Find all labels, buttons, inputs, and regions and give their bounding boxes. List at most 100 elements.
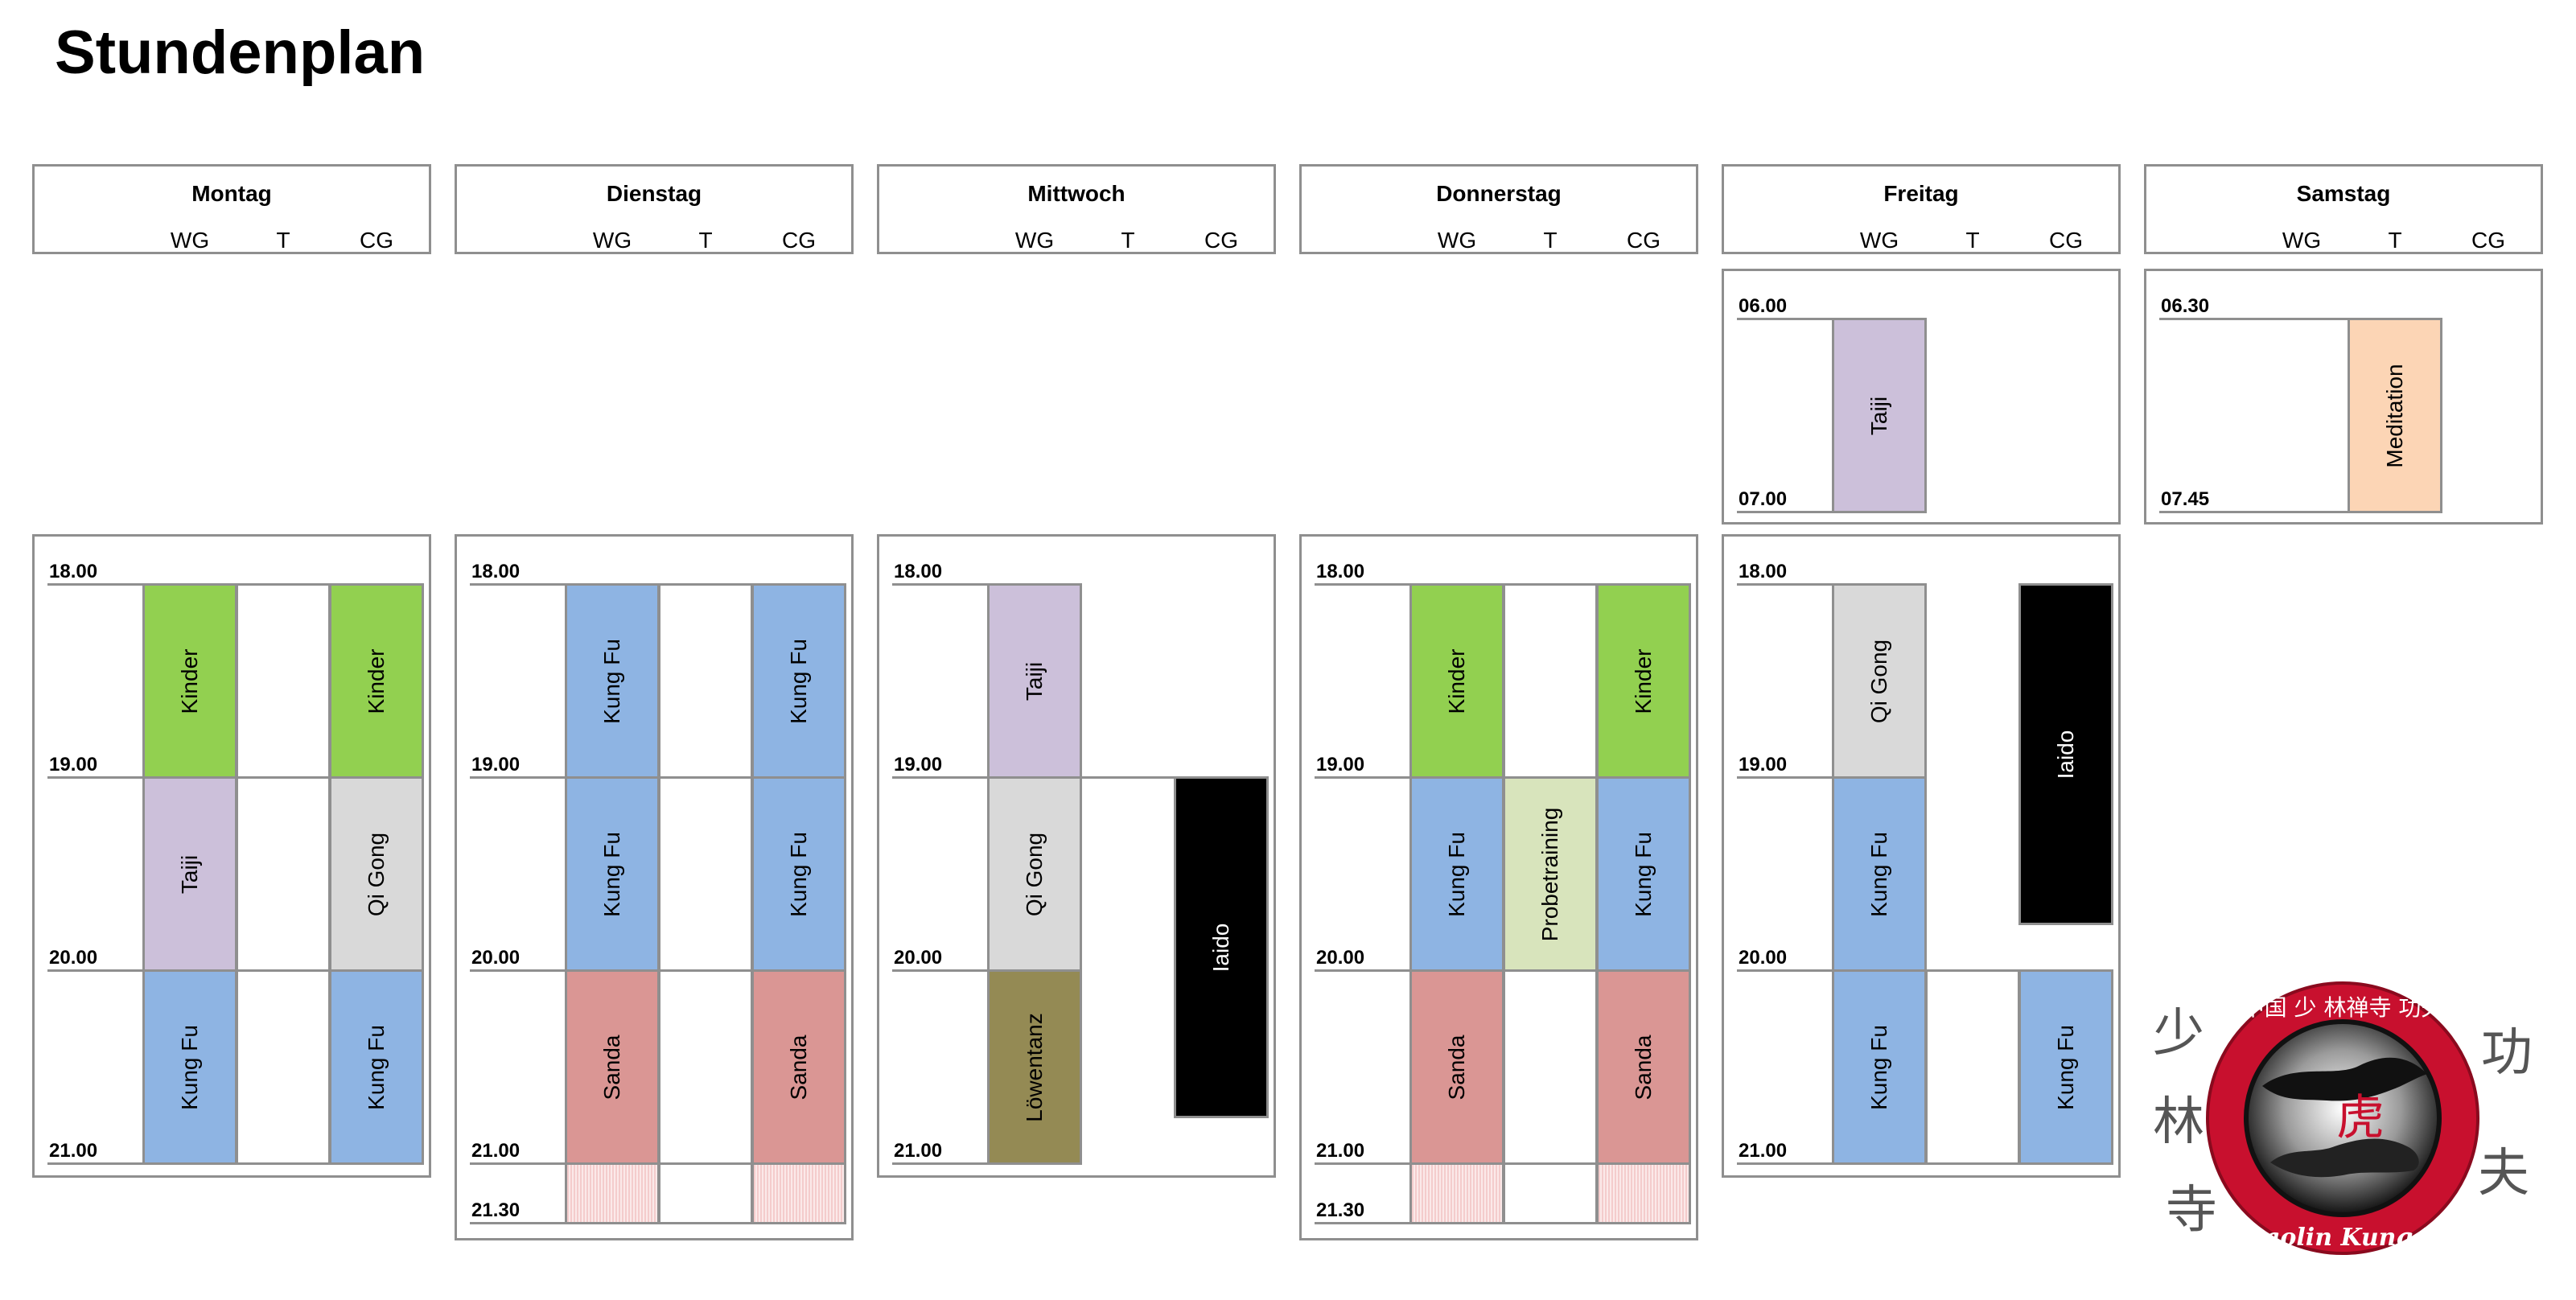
day-header-mittwoch: Mittwoch WG T CG	[877, 164, 1276, 254]
class-label: Kung Fu	[1631, 831, 1656, 917]
class-label: Kung Fu	[786, 831, 811, 917]
class-label: Sanda	[1444, 1035, 1469, 1100]
class-label: Kung Fu	[599, 831, 624, 917]
freitag-evening-panel: 18.00 19.00 20.00 21.00 Qi Gong Kung Fu …	[1722, 534, 2121, 1178]
class-label: Qi Gong	[364, 832, 389, 916]
day-header-samstag: Samstag WG T CG	[2144, 164, 2543, 254]
time-label: 19.00	[471, 754, 521, 775]
day-header-dienstag: Dienstag WG T CG	[455, 164, 854, 254]
time-label: 18.00	[471, 561, 521, 582]
mittwoch-evening-panel: 18.00 19.00 20.00 21.00 Taiji Qi Gong Lö…	[877, 534, 1276, 1178]
class-label: Qi Gong	[1022, 832, 1047, 916]
empty-slot	[658, 1162, 753, 1224]
time-line	[47, 1162, 142, 1165]
logo-char-left-3: 寺	[2166, 1181, 2217, 1240]
time-line	[1315, 1222, 1409, 1224]
page-title: Stundenplan	[55, 19, 426, 87]
column-label-cg: CG	[360, 228, 393, 253]
day-header-montag: Montag WG T CG	[32, 164, 431, 254]
logo-tiger-silhouette	[2262, 1057, 2427, 1101]
time-line	[1737, 1162, 1832, 1165]
logo-char-right-1: 功	[2481, 1023, 2533, 1083]
column-label-t: T	[1543, 228, 1558, 253]
class-block-kung-fu: Kung Fu	[1409, 776, 1504, 972]
class-block-kinder: Kinder	[1596, 583, 1691, 779]
time-line	[2159, 511, 2348, 513]
time-label: 20.00	[471, 947, 521, 969]
time-line	[892, 583, 987, 586]
time-label: 19.00	[1316, 754, 1365, 775]
time-line	[1737, 318, 1832, 320]
class-label: Kung Fu	[2053, 1024, 2078, 1110]
time-label: 18.00	[1739, 561, 1788, 582]
donnerstag-evening-panel: 18.00 19.00 20.00 21.00 21.30 Kinder Kun…	[1299, 534, 1698, 1240]
time-line	[1315, 969, 1409, 972]
empty-slot	[658, 969, 753, 1165]
class-label: Taiji	[1022, 661, 1047, 701]
column-label-cg: CG	[1204, 228, 1238, 253]
logo-char-left-2: 林	[2153, 1092, 2204, 1152]
logo-ring-text-top: 中国 少 林禅寺 功夫	[2242, 994, 2444, 1021]
class-label: Kung Fu	[1444, 831, 1469, 917]
class-label: Kung Fu	[364, 1024, 389, 1110]
column-label-t: T	[1121, 228, 1135, 253]
class-block-kinder: Kinder	[1409, 583, 1504, 779]
time-line	[892, 1162, 987, 1165]
time-line	[470, 776, 565, 779]
column-label-wg: WG	[170, 228, 210, 253]
class-block-qi-gong: Qi Gong	[987, 776, 1082, 972]
column-label-wg: WG	[1437, 228, 1477, 253]
time-label: 07.45	[2161, 488, 2210, 510]
time-label: 19.00	[49, 754, 98, 775]
column-label-t: T	[276, 228, 290, 253]
time-line	[470, 1162, 565, 1165]
column-label-wg: WG	[1014, 228, 1055, 253]
logo-ring-text-bottom: Shaolin Kung Fu	[2229, 1224, 2455, 1252]
empty-slot	[1503, 1162, 1598, 1224]
empty-slot	[658, 776, 753, 972]
time-line	[2159, 318, 2348, 320]
time-label: 18.00	[1316, 561, 1365, 582]
day-name: Mittwoch	[1027, 181, 1125, 206]
class-label: Sanda	[786, 1035, 811, 1100]
time-line	[1737, 776, 1832, 779]
time-line	[1315, 776, 1409, 779]
class-block-kung-fu: Kung Fu	[751, 776, 846, 972]
time-line	[892, 969, 987, 972]
class-label: Kung Fu	[786, 638, 811, 724]
time-label: 21.00	[471, 1140, 521, 1162]
time-line	[1737, 511, 1832, 513]
column-label-wg: WG	[1859, 228, 1899, 253]
time-label: 21.00	[1739, 1140, 1788, 1162]
class-block-qi-gong: Qi Gong	[1832, 583, 1927, 779]
dienstag-evening-panel: 18.00 19.00 20.00 21.00 21.30 Kung Fu Ku…	[455, 534, 854, 1240]
time-label: 06.00	[1739, 295, 1788, 317]
column-label-wg: WG	[2282, 228, 2322, 253]
time-label: 21.30	[471, 1199, 521, 1221]
class-label: Sanda	[1631, 1035, 1656, 1100]
time-line	[1737, 969, 1832, 972]
logo-ring-border	[2206, 981, 2479, 1255]
class-label: Kinder	[177, 648, 202, 714]
column-label-cg: CG	[1627, 228, 1660, 253]
time-line	[470, 969, 565, 972]
class-label: Sanda	[599, 1035, 624, 1100]
class-block-kung-fu: Kung Fu	[565, 776, 660, 972]
time-label: 06.30	[2161, 295, 2210, 317]
class-label: Taiji	[1866, 396, 1891, 435]
column-label-t: T	[698, 228, 713, 253]
empty-slot	[236, 583, 331, 779]
class-label: Kung Fu	[1866, 831, 1891, 917]
time-label: 20.00	[49, 947, 98, 969]
class-block-iaido: Iaido	[2018, 583, 2113, 925]
time-label: 19.00	[894, 754, 943, 775]
class-block-kung-fu: Kung Fu	[142, 969, 237, 1165]
column-label-cg: CG	[2049, 228, 2083, 253]
time-line	[47, 969, 142, 972]
day-name: Donnerstag	[1436, 181, 1562, 206]
class-block-iaido: Iaido	[1174, 776, 1269, 1118]
column-label-cg: CG	[782, 228, 816, 253]
column-label-wg: WG	[592, 228, 632, 253]
logo-char-left-1: 少	[2153, 1004, 2204, 1063]
class-label: Qi Gong	[1866, 639, 1891, 723]
